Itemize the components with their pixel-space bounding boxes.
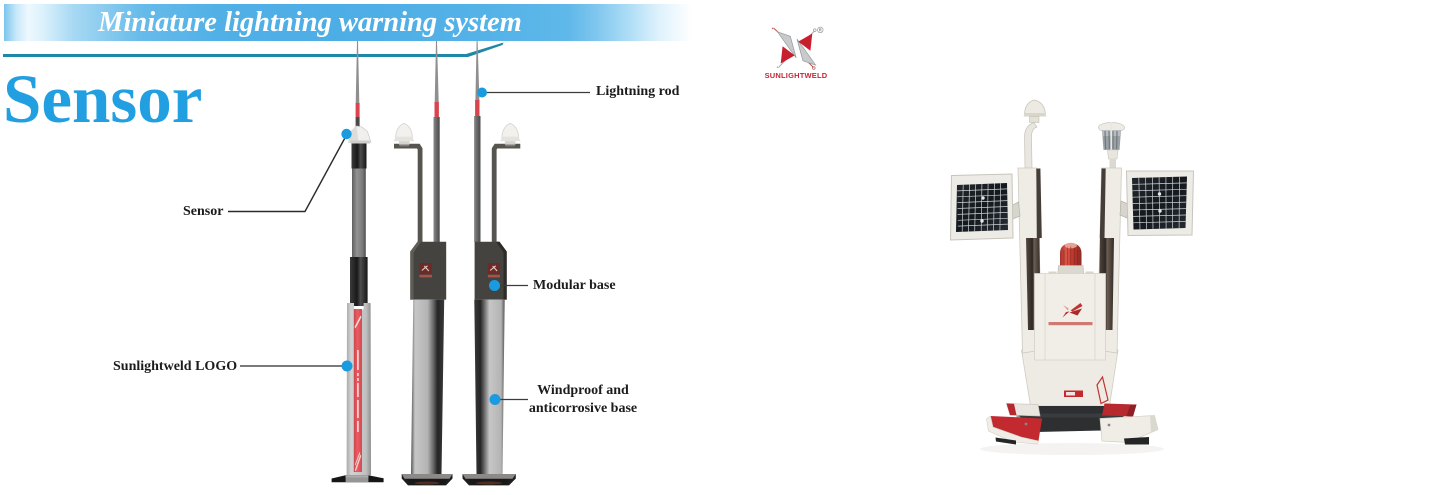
svg-text:R: R (819, 28, 822, 33)
